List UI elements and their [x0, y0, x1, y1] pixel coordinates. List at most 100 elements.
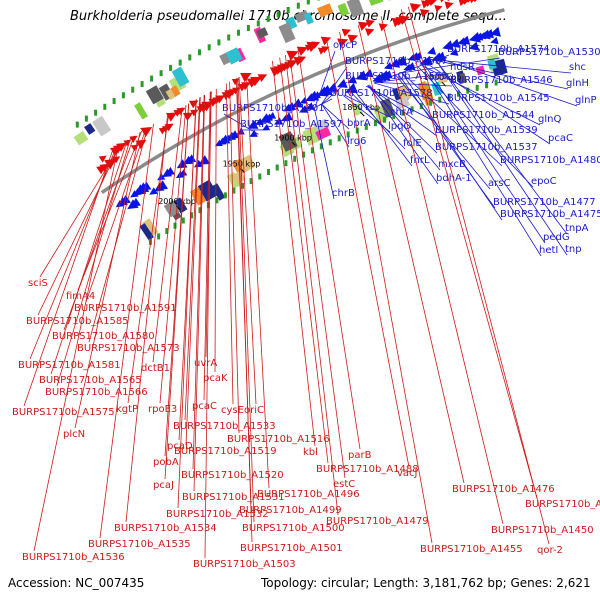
- tick-dot: [178, 59, 182, 66]
- reverse-gene-marker: [358, 21, 370, 31]
- forward-leader-line: [367, 85, 438, 137]
- tick-dot: [364, 123, 368, 130]
- tick-dot: [103, 103, 107, 110]
- reverse-leader-line: [236, 78, 253, 543]
- feature-block: [278, 22, 296, 44]
- forward-leader-line: [373, 82, 450, 105]
- tick-dot: [131, 86, 135, 93]
- tick-dot: [75, 121, 79, 128]
- forward-gene-marker: [149, 187, 158, 195]
- forward-gene-marker: [291, 98, 303, 108]
- reverse-gene-marker: [104, 158, 117, 170]
- forward-leader-line: [350, 91, 406, 150]
- forward-gene-label: BURPS1710b_A1539: [435, 125, 538, 136]
- reverse-gene-label: BURPS1710b_A1580: [52, 331, 155, 342]
- reverse-gene-label: BURPS1710b_A1591: [74, 303, 177, 314]
- reverse-gene-marker: [473, 0, 478, 3]
- reverse-gene-label: BURPS1710b_A1519: [174, 446, 277, 457]
- reverse-gene-label: dctB1: [141, 363, 170, 374]
- forward-leader-line: [373, 54, 450, 84]
- forward-gene-label: pcaC: [548, 133, 573, 144]
- reverse-gene-marker: [296, 46, 309, 56]
- forward-gene-label: BURPS1710b_A1574: [447, 44, 550, 55]
- reverse-gene-marker: [116, 142, 127, 152]
- forward-gene-marker: [186, 154, 197, 163]
- forward-gene-marker: [262, 124, 271, 131]
- reverse-leader-line: [297, 49, 361, 450]
- forward-gene-marker: [156, 180, 168, 190]
- reverse-gene-marker: [176, 107, 186, 116]
- reverse-leader-line: [214, 88, 217, 373]
- feature-block: [278, 130, 298, 152]
- forward-gene-marker: [384, 62, 393, 70]
- tick-dot: [169, 64, 173, 71]
- tick-dot: [157, 233, 161, 240]
- forward-gene-marker: [435, 51, 446, 61]
- forward-gene-marker: [307, 90, 320, 101]
- tick-dot: [227, 34, 231, 41]
- tick-dot: [383, 116, 386, 123]
- reverse-gene-label: BURPS1710b_A1499: [239, 505, 342, 516]
- forward-gene-marker: [198, 155, 210, 165]
- tick-dot: [173, 222, 177, 229]
- forward-gene-marker: [305, 102, 315, 110]
- tick-dot: [258, 173, 262, 180]
- reverse-leader-line: [85, 128, 147, 303]
- forward-gene-label: BURPS1710b_A1477: [493, 197, 596, 208]
- reverse-leader-line: [407, 6, 550, 545]
- forward-gene-marker: [383, 70, 393, 79]
- forward-leader-line: [321, 104, 350, 148]
- reverse-gene-marker: [250, 76, 262, 87]
- feature-block: [232, 170, 246, 185]
- forward-leader-line: [365, 85, 435, 122]
- forward-gene-marker: [274, 117, 284, 125]
- forward-gene-marker: [267, 112, 277, 119]
- feature-block: [226, 172, 242, 189]
- reverse-gene-label: BURPS1710b_A1496: [257, 489, 360, 500]
- reverse-leader-line: [99, 123, 154, 539]
- tick-dot: [84, 115, 88, 122]
- tick-dot: [275, 164, 279, 171]
- tick-dot: [198, 207, 202, 214]
- forward-leader-line: [401, 72, 503, 221]
- tick-dot: [328, 139, 332, 146]
- forward-gene-label: pedG: [543, 232, 570, 243]
- forward-gene-label: bprA: [347, 118, 371, 129]
- reverse-gene-label: BURPS1710b_A1585: [26, 316, 129, 327]
- reverse-gene-label: pcaD: [167, 441, 193, 452]
- forward-leader-line: [421, 65, 541, 126]
- forward-gene-label: BURPS1710b_A1544: [432, 110, 535, 121]
- reverse-leader-line: [339, 31, 433, 544]
- reverse-gene-marker: [165, 112, 177, 122]
- forward-gene-marker: [247, 120, 259, 129]
- feature-block: [134, 102, 149, 120]
- forward-gene-label: ndsR: [450, 62, 475, 73]
- forward-gene-label: BURPS1710b_A1530: [498, 47, 600, 58]
- chromosome-backbone: [100, 8, 505, 195]
- reverse-gene-marker: [337, 38, 349, 48]
- reverse-leader-line: [279, 57, 329, 464]
- forward-leader-line: [400, 57, 501, 74]
- reverse-gene-marker: [428, 0, 437, 6]
- tick-dot: [302, 151, 306, 158]
- reverse-leader-line: [193, 94, 206, 492]
- forward-gene-marker: [337, 78, 348, 88]
- feature-block: [487, 58, 497, 70]
- forward-gene-marker: [442, 40, 454, 51]
- reverse-gene-label: BURPS1710b_A1535: [88, 539, 191, 550]
- reverse-gene-marker: [365, 28, 375, 37]
- forward-leader-line: [313, 107, 335, 200]
- reverse-gene-label: BURPS1710b_A1533: [173, 421, 276, 432]
- forward-gene-marker: [427, 46, 437, 55]
- reverse-gene-marker: [409, 3, 422, 13]
- reverse-leader-line: [77, 130, 143, 291]
- tick-dot: [284, 160, 288, 167]
- reverse-leader-line: [125, 115, 168, 523]
- tick-dot: [494, 79, 498, 86]
- forward-leader-line: [342, 95, 391, 133]
- reverse-leader-line: [185, 97, 201, 446]
- reverse-gene-label: pcaC: [192, 401, 217, 412]
- reverse-leader-line: [380, 16, 504, 525]
- forward-leader-line: [313, 98, 333, 109]
- reverse-leader-line: [88, 127, 148, 343]
